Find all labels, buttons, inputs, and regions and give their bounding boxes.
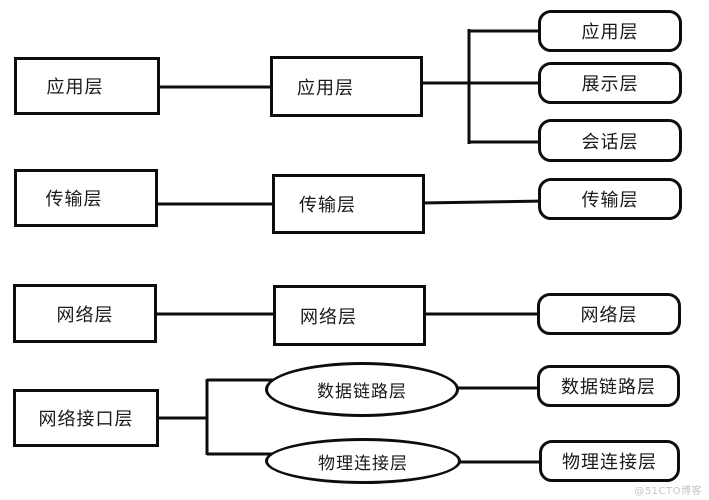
node-label: 数据链路层	[561, 377, 656, 398]
node-label: 数据链路层	[317, 382, 407, 402]
node-left-network-interface-layer: 网络接口层	[13, 389, 159, 447]
node-label: 应用层	[46, 77, 104, 98]
node-right-transport-layer: 传输层	[538, 178, 682, 220]
node-right-session-layer: 会话层	[538, 119, 682, 162]
node-middle-datalink-layer-ellipse: 数据链路层	[265, 362, 459, 417]
connector-transport-right	[420, 199, 547, 205]
node-label: 应用层	[581, 22, 639, 43]
watermark-text: @51CTO博客	[634, 486, 702, 497]
node-label: 传输层	[45, 189, 103, 210]
node-left-network-layer: 网络层	[13, 284, 157, 343]
node-middle-application-layer: 应用层	[270, 56, 423, 117]
node-label: 网络接口层	[38, 409, 134, 430]
node-label: 展示层	[581, 74, 639, 95]
node-label: 应用层	[297, 77, 354, 99]
node-left-transport-layer: 传输层	[14, 169, 158, 227]
node-middle-transport-layer: 传输层	[272, 174, 425, 234]
node-label: 网络层	[580, 305, 638, 326]
node-label: 会话层	[581, 131, 639, 153]
node-right-presentation-layer: 展示层	[538, 62, 682, 104]
node-middle-physical-layer-ellipse: 物理连接层	[265, 438, 461, 484]
node-label: 物理连接层	[562, 452, 657, 473]
node-label: 传输层	[299, 195, 356, 216]
node-label: 物理连接层	[318, 453, 408, 474]
node-left-application-layer: 应用层	[14, 57, 160, 115]
node-label: 网络层	[56, 304, 114, 326]
node-middle-network-layer: 网络层	[273, 285, 426, 346]
node-right-application-layer: 应用层	[538, 10, 682, 52]
node-right-physical-layer: 物理连接层	[539, 440, 680, 482]
node-label: 网络层	[300, 306, 357, 328]
node-right-datalink-layer: 数据链路层	[537, 365, 680, 407]
node-right-network-layer: 网络层	[537, 293, 681, 335]
node-label: 传输层	[581, 190, 639, 211]
